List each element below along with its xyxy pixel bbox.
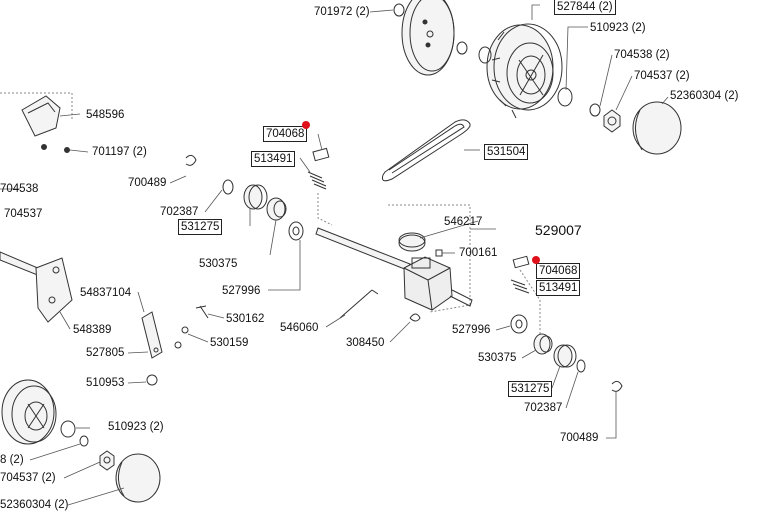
label-54837104: 54837104 <box>80 287 132 299</box>
label-531504: 531504 <box>484 144 529 160</box>
key-704068-a <box>312 147 330 162</box>
nut-704537-top <box>603 109 621 133</box>
nut-704537-bottom <box>99 450 115 471</box>
label-701197: 701197 (2) <box>92 146 147 158</box>
clutch-530375-a <box>266 197 287 221</box>
bracket-548389 <box>35 257 73 323</box>
label-527844: 527844 (2) <box>554 0 616 15</box>
label-513491-b: 513491 <box>536 280 581 296</box>
washer-702387-b <box>576 359 586 373</box>
screw-left <box>41 144 47 150</box>
washer-701972 <box>393 3 405 17</box>
label-546217: 546217 <box>444 216 483 228</box>
bracket-548596 <box>21 95 61 137</box>
label-510953: 510953 <box>86 377 125 389</box>
label-531275-b: 531275 <box>508 381 553 397</box>
washer-top <box>456 41 468 55</box>
label-527805: 527805 <box>86 347 125 359</box>
label-548389: 548389 <box>73 324 112 336</box>
bearing-527996-b <box>510 314 528 334</box>
label-704537-bottom: 704537 (2) <box>0 472 56 484</box>
label-510923-bottom: 510923 (2) <box>108 421 164 433</box>
clip-700489-b <box>611 380 623 392</box>
wheel-cap-top <box>632 101 682 155</box>
spring-513491-b <box>510 279 530 294</box>
label-700489-a: 700489 <box>128 177 167 189</box>
washer-702387-a <box>222 179 234 195</box>
label-700161: 700161 <box>459 247 498 259</box>
drive-belt-531504 <box>381 119 471 182</box>
label-308450: 308450 <box>346 337 385 349</box>
washer-8 <box>79 435 89 447</box>
nut-530159-a <box>181 326 189 334</box>
label-702387-b: 702387 <box>524 402 563 414</box>
marker-704068-b <box>532 256 540 264</box>
rear-wheel-top <box>478 23 563 119</box>
key-704068-b <box>512 255 530 269</box>
pinion-531275-b <box>553 344 577 368</box>
gearbox-529007 <box>403 256 473 311</box>
label-510923-top: 510923 (2) <box>590 22 646 34</box>
wheel-cap-bottom <box>115 453 161 503</box>
label-530375-a: 530375 <box>199 258 238 270</box>
rear-axle <box>315 227 411 271</box>
label-546060: 546060 <box>280 322 319 334</box>
pulley-546217 <box>398 232 426 252</box>
label-704537-left: 704537 <box>4 208 43 220</box>
label-704068-b: 704068 <box>536 263 581 279</box>
label-8: 8 (2) <box>0 454 24 466</box>
rear-wheel-bottom <box>1 379 57 445</box>
marker-704068-a <box>302 121 310 129</box>
bolt-530162 <box>195 305 209 319</box>
clip-700489-a <box>185 154 197 166</box>
cable-546060 <box>339 289 379 319</box>
label-704068-a: 704068 <box>263 126 308 142</box>
label-52360304-top: 52360304 (2) <box>670 90 739 102</box>
label-701972: 701972 (2) <box>314 6 370 18</box>
label-531275-a: 531275 <box>178 219 223 235</box>
screw-701197 <box>64 147 70 153</box>
clutch-530375-b <box>533 333 553 355</box>
label-700489-b: 700489 <box>560 432 599 444</box>
label-52360304-bottom: 52360304 (2) <box>0 499 69 511</box>
washer-704538-top <box>589 103 601 117</box>
bearing-527996-a <box>288 221 304 241</box>
label-527996-b: 527996 <box>452 324 491 336</box>
label-527996-a: 527996 <box>222 285 261 297</box>
washer-510953 <box>146 374 158 386</box>
label-704538-left: 704538 <box>0 183 39 195</box>
label-702387-a: 702387 <box>160 206 199 218</box>
nut-530159-b <box>174 341 182 349</box>
label-548596: 548596 <box>86 109 125 121</box>
bushing-510923-top <box>557 87 573 107</box>
label-529007: 529007 <box>535 222 582 238</box>
spring-513491-a <box>307 171 327 190</box>
lever-54837104 <box>141 311 163 359</box>
label-530159: 530159 <box>210 337 249 349</box>
label-704538-top: 704538 (2) <box>614 49 670 61</box>
label-530162: 530162 <box>226 313 265 325</box>
pinion-531275-a <box>243 184 268 210</box>
label-513491-a: 513491 <box>251 151 296 167</box>
fork-308450 <box>409 313 421 322</box>
pin-700161 <box>435 249 443 257</box>
label-704537-top: 704537 (2) <box>634 70 690 82</box>
bushing-510923-bottom <box>60 420 76 438</box>
label-530375-b: 530375 <box>478 352 517 364</box>
wheel-hub-plate-top <box>401 0 455 76</box>
